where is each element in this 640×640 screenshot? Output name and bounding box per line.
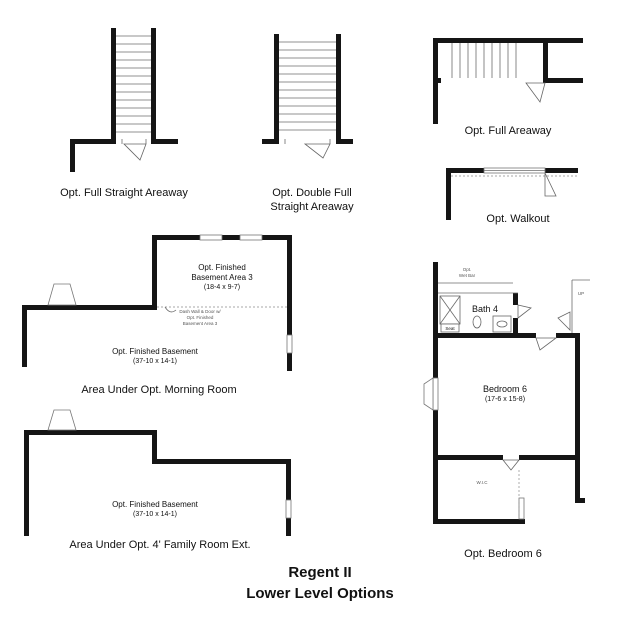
bay-window-icon [47,409,77,431]
label-morning-room-basement: Opt. Finished Basement [112,347,198,356]
sink-icon [496,320,508,328]
label-double-full-straight-areaway-line1: Opt. Double Full [272,187,352,199]
stair-treads [451,43,517,78]
label-wet-bar-line1: Opt. [462,267,472,272]
full-areaway-plan [433,38,583,124]
double-full-straight-areaway-plan [262,34,353,159]
door-swing-icon [303,143,331,159]
label-full-areaway: Opt. Full Areaway [464,125,552,137]
door-swing-icon [123,143,147,161]
label-closet: W.I.C [476,480,488,485]
label-finished-basement-area3: Opt. Finished [198,263,246,272]
stair-treads [279,41,336,131]
label-family-room-ext-caption: Area Under Opt. 4' Family Room Ext. [69,539,251,551]
stair-door-icon [557,311,571,331]
label-morning-room-caption: Area Under Opt. Morning Room [81,384,237,396]
label-finished-basement-area3-line2: Basement Area 3 [191,273,253,282]
label-wet-bar-line2: Wet Bar [458,273,476,278]
bedroom6-plan [423,262,590,524]
seat-icon [440,323,460,333]
label-morning-room-basement-dims: (37-10 x 14-1) [133,358,177,365]
label-up: UP [577,291,585,296]
label-seat: Seat [445,326,455,331]
label-family-room-ext-basement: Opt. Finished Basement [112,500,198,509]
page-title: Regent II [288,564,352,581]
door-swing-icon [544,172,557,197]
label-double-full-straight-areaway-line2: Straight Areaway [270,201,354,213]
family-room-ext-plan [24,409,292,536]
label-family-room-ext-basement-dims: (37-10 x 14-1) [133,511,177,518]
full-straight-areaway-plan [70,28,178,172]
label-walkout: Opt. Walkout [486,213,550,225]
door-swing-icon [535,337,558,351]
label-area3-note-line1: Dash Wall & Door w/ [179,309,221,314]
label-area3-note-line3: Basement Area 3 [182,321,218,326]
door-swing-icon [525,82,546,103]
toilet-icon [472,315,482,329]
label-full-straight-areaway: Opt. Full Straight Areaway [60,187,188,199]
label-bedroom6: Bedroom 6 [482,384,528,394]
label-area3-dims: (18-4 x 9-7) [203,284,241,291]
bay-window-icon [423,377,434,411]
bay-window-icon [47,283,77,306]
label-bedroom6-dims: (17-6 x 15-8) [484,396,526,403]
label-area3-note-line2: Opt. Finished [186,315,214,320]
door-swing-icon [502,459,520,471]
label-bedroom6-caption: Opt. Bedroom 6 [464,548,542,560]
door-swing-icon [517,304,532,319]
morning-room-plan [22,234,293,371]
page-subtitle: Lower Level Options [246,585,394,602]
stair-treads [116,35,151,133]
walkout-plan [446,167,578,220]
label-bath4: Bath 4 [471,304,499,314]
